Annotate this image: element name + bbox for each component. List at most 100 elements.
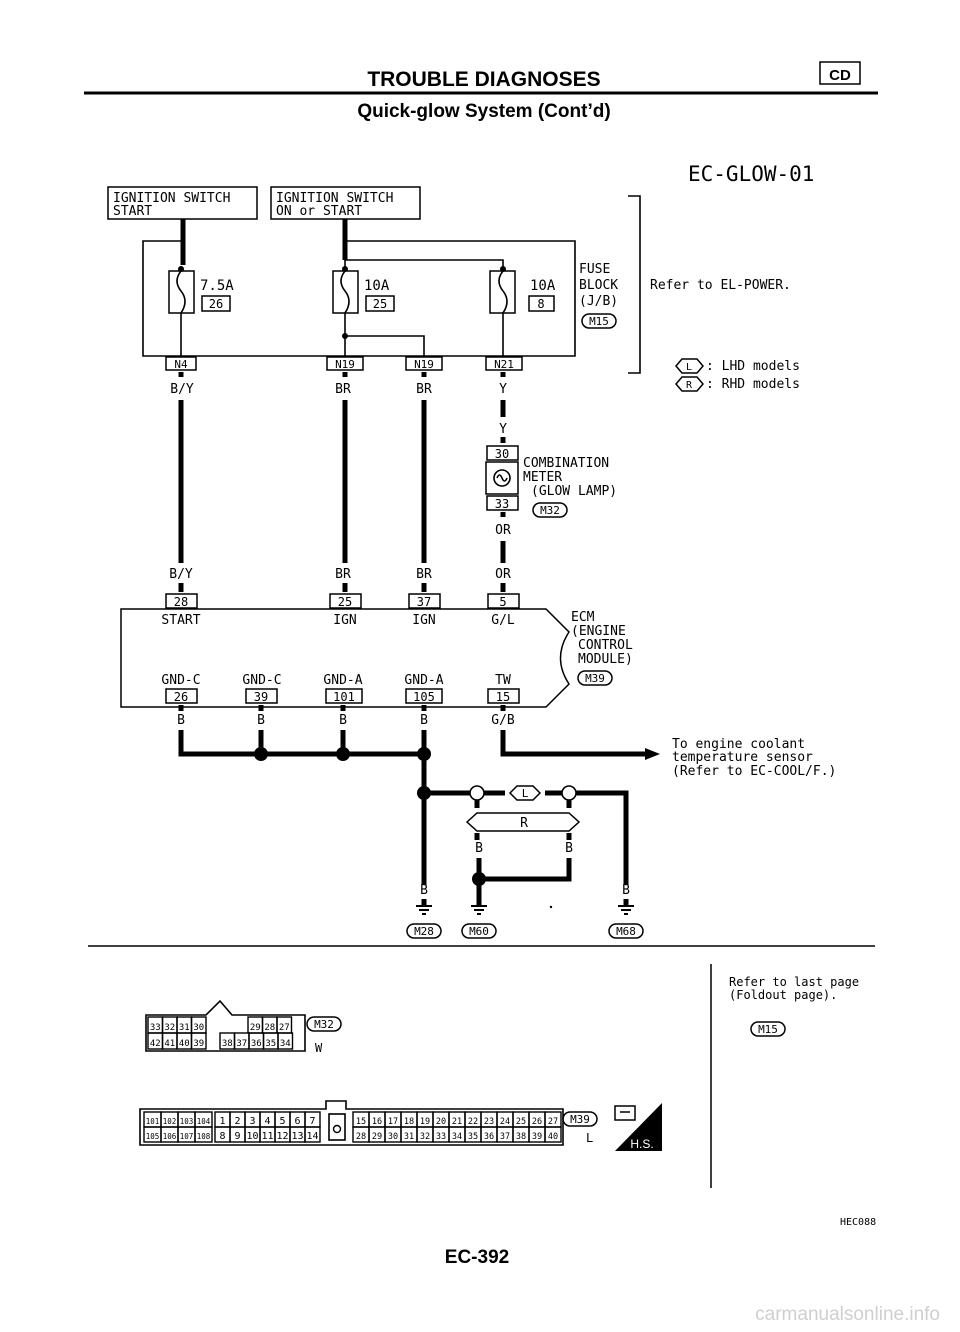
- pin-number: 25: [516, 1117, 526, 1127]
- connector-cavity: [304, 1126, 321, 1143]
- ecm-terminal-105-label: 105: [413, 690, 435, 704]
- ecm-terminal-39-label: 39: [254, 690, 268, 704]
- pin-number: 27: [279, 1023, 290, 1033]
- pin-number: 37: [500, 1132, 510, 1142]
- meter-terminal-30: [486, 445, 519, 461]
- wire-ground-bus: [178, 730, 424, 757]
- pin-number: 29: [250, 1023, 261, 1033]
- ecm-outline: [120, 608, 570, 708]
- pin-number: 30: [388, 1132, 398, 1142]
- pin-number: 5: [279, 1116, 285, 1127]
- ground-splice-1: [254, 747, 268, 761]
- pin-number: 6: [294, 1116, 300, 1127]
- pin-number: 31: [404, 1132, 414, 1142]
- pin-number: 104: [197, 1117, 211, 1126]
- meter-label-3: (GLOW LAMP): [531, 484, 617, 499]
- pin-number: 20: [436, 1117, 446, 1127]
- m39-lock-icon: [332, 1124, 342, 1134]
- connector-cavity: [194, 1126, 213, 1143]
- ignition-switch-on-line2: ON or START: [276, 204, 362, 219]
- wire-color-br-a-ecm: BR: [335, 567, 351, 582]
- meter-label-2: METER: [523, 470, 562, 485]
- glow-lamp-filament: [496, 474, 508, 482]
- m32-code: M32: [314, 1018, 334, 1031]
- pin-number: 103: [180, 1117, 194, 1126]
- ecm-connector: M39: [585, 672, 605, 685]
- ground-symbol-m68: [618, 905, 634, 915]
- pin-number: 10: [246, 1131, 258, 1142]
- wire-color-br-b-top: BR: [416, 382, 432, 397]
- pin-number: 35: [265, 1039, 276, 1049]
- ecm-name-3: CONTROL: [578, 638, 633, 653]
- pin-number: 40: [179, 1039, 190, 1049]
- ground-m28-label: M28: [414, 925, 434, 938]
- fuse-26-tag: [201, 295, 231, 312]
- pin-number: 13: [291, 1131, 303, 1142]
- m39-code-frame: [562, 1111, 598, 1127]
- ground-m60-label: M60: [469, 925, 489, 938]
- pin-number: 14: [306, 1131, 318, 1142]
- fuse-8-rating: 10A: [530, 278, 556, 294]
- wire-color-y-top: Y: [499, 382, 507, 397]
- pin-number: 106: [163, 1132, 177, 1141]
- fuse-26-num: 26: [209, 297, 223, 311]
- wire-color-br-a-top: BR: [335, 382, 351, 397]
- page-number: EC-392: [445, 1247, 509, 1268]
- pin-number: 21: [452, 1117, 462, 1127]
- pin-number: 42: [150, 1039, 161, 1049]
- pin-number: 9: [234, 1131, 240, 1142]
- ecm-name-2: (ENGINE: [571, 624, 626, 639]
- ecm-terminal-28-label: 28: [174, 595, 188, 609]
- pin-number: 26: [532, 1117, 542, 1127]
- legend-lhd-letter: L: [686, 362, 692, 373]
- hs-connector-icon: [614, 1103, 662, 1151]
- ecm-terminal-105: [405, 688, 443, 704]
- ecm-terminal-37-label: 37: [417, 595, 431, 609]
- wire-color-br-b-ecm: BR: [416, 567, 432, 582]
- wire-color-gb: G/B: [491, 713, 515, 728]
- connector-cavity: [544, 1126, 562, 1143]
- ignition-switch-start-line1: IGNITION SWITCH: [113, 191, 230, 206]
- rhd-option-symbol: [465, 812, 581, 832]
- fuse-block-connector: M15: [589, 315, 609, 328]
- m32-code-frame: [306, 1016, 342, 1032]
- legend-rhd-letter: R: [686, 380, 693, 391]
- pin-number: 36: [484, 1132, 494, 1142]
- pin-number: 30: [193, 1023, 204, 1033]
- legend-lhd-symbol: [675, 358, 704, 374]
- pin-number: 23: [484, 1117, 494, 1127]
- wire-rhd-join: [479, 858, 572, 882]
- refer-bracket: [628, 195, 641, 374]
- lhd-option-symbol: [508, 785, 542, 801]
- pin-number: 8: [219, 1131, 225, 1142]
- fuse-block-outline: [142, 240, 576, 357]
- fuse-block-label-3: (J/B): [579, 294, 618, 309]
- ground-symbol-m60: [471, 905, 487, 915]
- wire-color-y-meter: Y: [499, 422, 507, 437]
- open-splice-right: [561, 785, 577, 801]
- pin-number: 39: [532, 1132, 542, 1142]
- ground-symbol-m28: [416, 905, 432, 915]
- pin-number: 33: [150, 1023, 161, 1033]
- rhd-option-letter: R: [520, 816, 528, 831]
- fuse-25-rating: 10A: [364, 278, 390, 294]
- wire-ign-on-to-fuse8: [345, 259, 504, 268]
- pin-number: 108: [197, 1132, 211, 1141]
- ecm-name-4: MODULE): [578, 652, 633, 667]
- terminal-n19-b-label: N19: [414, 358, 434, 371]
- fuse-8-node: [500, 266, 506, 272]
- ground-m68-label: M68: [616, 925, 636, 938]
- pin-number: 34: [452, 1132, 462, 1142]
- meter-body: [485, 461, 519, 495]
- ground-m60-frame: [461, 923, 497, 939]
- pin-number: 107: [180, 1132, 194, 1141]
- hs-label: H.S.: [630, 1137, 653, 1151]
- pin-number: 16: [372, 1117, 382, 1127]
- pin-number: 11: [261, 1131, 273, 1142]
- fuse-25-node: [342, 266, 348, 272]
- ignition-switch-on-line1: IGNITION SWITCH: [276, 191, 393, 206]
- m39-lock-slot: [328, 1113, 346, 1141]
- pin-number: 3: [249, 1116, 255, 1127]
